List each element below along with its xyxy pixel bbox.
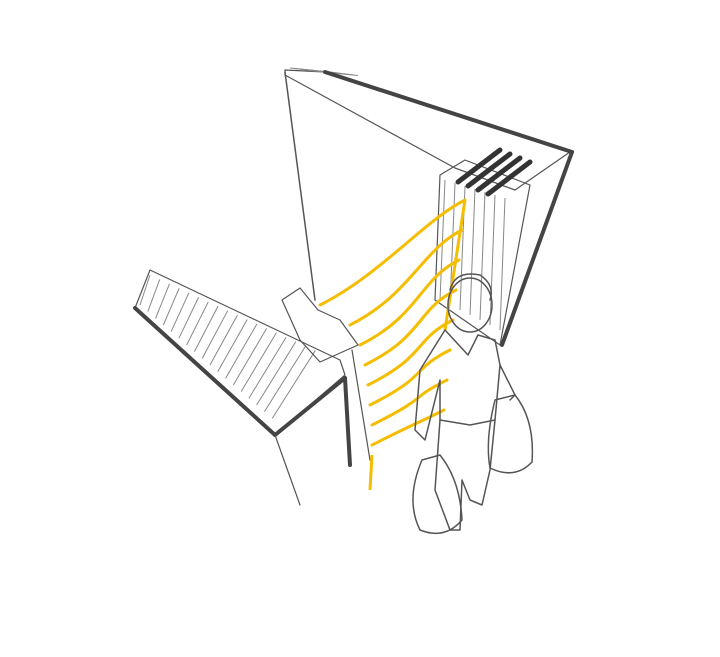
hatch-line bbox=[209, 314, 238, 366]
hatch-line bbox=[186, 301, 209, 346]
hatch-line bbox=[162, 288, 180, 326]
hatch-line bbox=[248, 336, 287, 399]
sensor-beam bbox=[348, 228, 464, 327]
hatch-line bbox=[232, 328, 268, 386]
hatch-line bbox=[264, 345, 306, 412]
panel-line bbox=[499, 197, 506, 331]
sensor-beam bbox=[368, 454, 374, 491]
sensor-beam bbox=[366, 318, 455, 387]
door-frame-right bbox=[284, 67, 574, 347]
hatch-line bbox=[271, 350, 316, 419]
sensor-beam bbox=[318, 198, 467, 307]
hatch-line bbox=[155, 283, 170, 319]
person-with-bags bbox=[412, 273, 534, 535]
sensor-beam bbox=[370, 378, 449, 427]
panel-line bbox=[479, 191, 486, 321]
hatch-line bbox=[256, 341, 297, 406]
hatch-line bbox=[217, 319, 248, 372]
hatch-line bbox=[147, 279, 161, 312]
door-frame-left bbox=[133, 269, 371, 506]
hatch-line bbox=[139, 274, 151, 306]
hatch-line bbox=[225, 323, 258, 379]
sensor-beam bbox=[363, 288, 458, 367]
panel-line bbox=[489, 194, 496, 326]
hatch-line bbox=[170, 292, 190, 332]
hatch-line bbox=[194, 305, 219, 352]
panel-line bbox=[469, 188, 476, 316]
sensor-beam bbox=[370, 408, 446, 447]
sensor-beam bbox=[358, 258, 461, 347]
sensor-beam bbox=[368, 348, 452, 407]
hatch-line bbox=[178, 297, 200, 339]
hatch-line bbox=[201, 310, 229, 359]
hatch-line bbox=[240, 332, 277, 392]
panel-line bbox=[439, 179, 446, 301]
sensor-slots bbox=[455, 147, 533, 197]
sensor-beams bbox=[318, 198, 467, 491]
